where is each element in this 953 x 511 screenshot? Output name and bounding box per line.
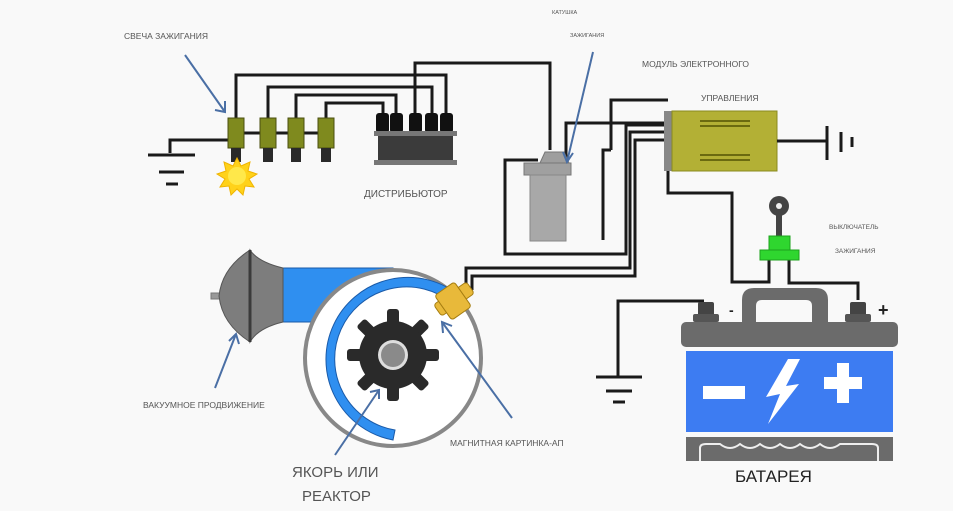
arrow-vacuum (214, 332, 240, 389)
arrows (184, 51, 594, 456)
battery (681, 288, 898, 461)
spark-icon (215, 156, 259, 196)
control-module (664, 110, 778, 172)
ignition-coil (523, 151, 572, 242)
reluctor-tooth (347, 349, 363, 361)
arrow-coil (562, 51, 594, 165)
reluctor (347, 309, 439, 401)
distributor-cap (374, 113, 457, 165)
spark-plug-2 (259, 117, 277, 162)
reluctor-tooth (387, 309, 399, 325)
label-spark-plug: СВЕЧА ЗАЖИГАНИЯ (124, 31, 208, 41)
label-vacuum: ВАКУУМНОЕ ПРОДВИЖЕНИЕ (143, 400, 265, 410)
reluctor-tooth (423, 349, 439, 361)
battery-ground-wire (616, 299, 704, 377)
arrow-armature (334, 388, 380, 456)
coil-wires (503, 98, 668, 256)
label-battery: БАТАРЕЯ (735, 467, 812, 486)
label-coil-line2: ЗАЖИГАНИЯ (570, 33, 604, 39)
arrow-pickup (440, 320, 513, 419)
battery-minus-sign: - (729, 302, 734, 318)
label-switch-line2: ЗАЖИГАНИЯ (835, 248, 876, 255)
magnetic-pickup (434, 282, 474, 320)
plug-wires (234, 61, 552, 150)
spark-plug-1 (227, 117, 245, 162)
label-armature-line1: ЯКОРЬ ИЛИ (292, 464, 379, 481)
label-distributor: ДИСТРИБЬЮТОР (364, 189, 448, 200)
ground-symbol-battery (596, 375, 642, 404)
pickup-wires (464, 130, 668, 290)
ground-symbol-right (777, 126, 854, 160)
label-ecu-line2: УПРАВЛЕНИЯ (701, 93, 759, 103)
reluctor-tooth (387, 385, 399, 401)
spark-plug-3 (287, 117, 305, 162)
ground-symbol-left (148, 138, 230, 186)
arrow-spark-plug (184, 54, 226, 114)
label-pickup: МАГНИТНАЯ КАРТИНКА-АП (450, 438, 564, 448)
module-switch-wire (666, 171, 771, 284)
label-armature-line2: РЕАКТОР (302, 488, 371, 505)
spark-plug-4 (317, 117, 335, 162)
switch-battery-wire (787, 258, 860, 300)
label-switch-line1: ВЫКЛЮЧАТЕЛЬ (829, 224, 879, 231)
label-ecu-line1: МОДУЛЬ ЭЛЕКТРОННОГО (642, 59, 749, 69)
spark-plugs (227, 117, 335, 162)
ignition-switch (759, 196, 800, 261)
battery-plus-sign: + (878, 300, 889, 320)
label-coil-line1: КАТУШКА (552, 10, 578, 16)
